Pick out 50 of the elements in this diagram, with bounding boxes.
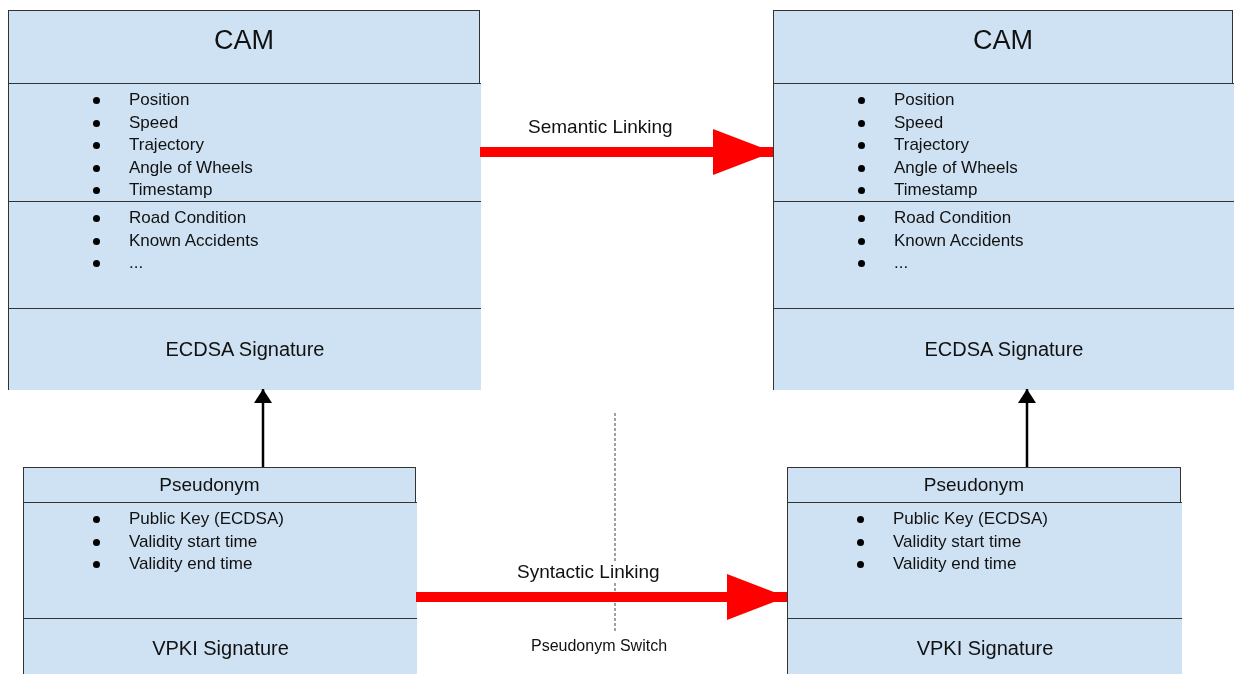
list-item: Trajectory bbox=[129, 135, 204, 154]
list-item: Timestamp bbox=[129, 180, 213, 199]
list-item: Public Key (ECDSA) bbox=[129, 509, 284, 528]
list-item: Known Accidents bbox=[129, 230, 259, 250]
edge-label: Syntactic Linking bbox=[517, 561, 660, 583]
list-item: Public Key (ECDSA) bbox=[893, 509, 1048, 528]
list-item: Speed bbox=[894, 112, 944, 132]
message-box bbox=[8, 10, 480, 390]
list-item: Speed bbox=[129, 112, 179, 132]
list-item: Trajectory bbox=[894, 135, 969, 154]
certificate-box bbox=[23, 467, 416, 674]
message-box bbox=[773, 10, 1233, 390]
list-item: Road Condition bbox=[894, 208, 1012, 227]
arrow bbox=[254, 389, 272, 467]
box-title: Pseudonym bbox=[923, 474, 1025, 495]
list-item: Road Condition bbox=[129, 208, 247, 227]
signature-section bbox=[788, 618, 1182, 674]
box-title: CAM bbox=[214, 25, 274, 55]
list-item: Validity end time bbox=[893, 554, 1017, 573]
arrow bbox=[416, 574, 787, 620]
list-item: Validity end time bbox=[129, 554, 253, 573]
signature-section bbox=[9, 308, 481, 390]
list-section bbox=[774, 83, 1234, 201]
signature-label: ECDSA Signature bbox=[165, 338, 325, 360]
arrow bbox=[480, 129, 773, 175]
signature-label: VPKI Signature bbox=[152, 637, 289, 659]
list-item: Timestamp bbox=[894, 180, 978, 199]
list-item: Validity start time bbox=[893, 531, 1022, 551]
list-section bbox=[9, 201, 481, 308]
list-section bbox=[9, 83, 481, 201]
signature-section bbox=[24, 618, 417, 674]
list-item: Validity start time bbox=[129, 531, 258, 551]
list-item: ... bbox=[894, 253, 909, 272]
signature-label: ECDSA Signature bbox=[924, 338, 1084, 360]
box-title: CAM bbox=[973, 25, 1033, 55]
list-item: ... bbox=[129, 253, 144, 272]
list-item: Position bbox=[894, 90, 955, 109]
list-section bbox=[24, 502, 417, 618]
signature-label: VPKI Signature bbox=[916, 637, 1054, 659]
note-label: Pseudonym Switch bbox=[531, 637, 668, 655]
list-item: Angle of Wheels bbox=[129, 157, 253, 177]
list-item: Known Accidents bbox=[894, 230, 1024, 250]
list-item: Angle of Wheels bbox=[894, 157, 1018, 177]
list-section bbox=[774, 201, 1234, 308]
list-section bbox=[788, 502, 1182, 618]
signature-section bbox=[774, 308, 1234, 390]
box-title: Pseudonym bbox=[159, 474, 260, 495]
list-item: Position bbox=[129, 90, 190, 109]
certificate-box bbox=[787, 467, 1181, 674]
arrow bbox=[1018, 389, 1036, 467]
